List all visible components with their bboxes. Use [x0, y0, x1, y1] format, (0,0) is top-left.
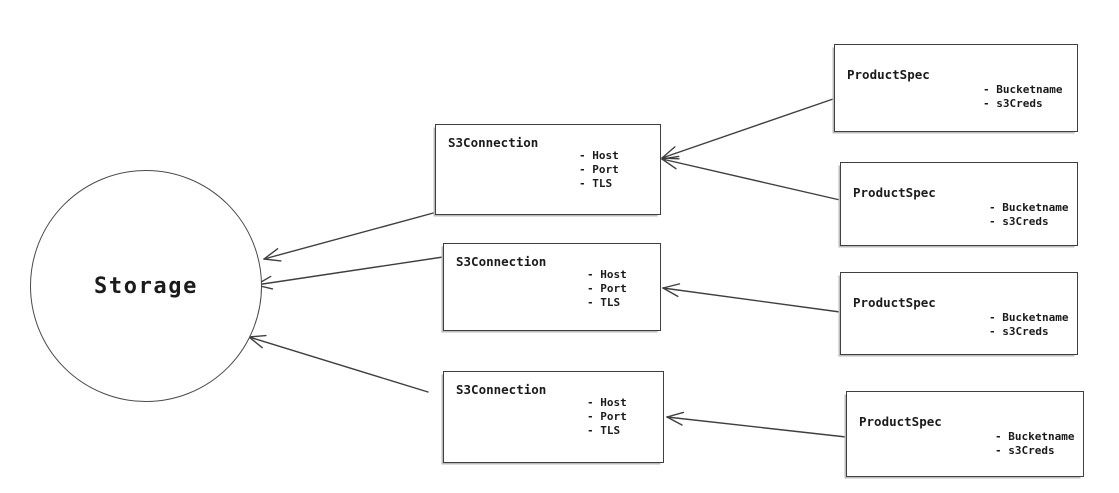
s3connection-title: S3Connection: [456, 254, 547, 269]
edge-spec3-to-conn2: [662, 283, 841, 313]
s3connection-attribute: - TLS: [587, 296, 621, 309]
storage-node[interactable]: Storage: [30, 170, 262, 402]
productspec-node-4[interactable]: ProductSpec - Bucketname- s3Creds: [846, 391, 1084, 477]
productspec-attribute-list: - Bucketname- s3Creds: [989, 201, 1068, 229]
s3connection-attribute: - Host: [579, 149, 619, 162]
edge-spec2-to-conn1: [661, 155, 841, 201]
productspec-node-1[interactable]: ProductSpec - Bucketname- s3Creds: [834, 44, 1078, 132]
s3connection-attribute: - Port: [587, 282, 627, 295]
edge-conn3-to-storage: [248, 334, 429, 393]
productspec-title: ProductSpec: [853, 185, 936, 200]
productspec-attribute: - s3Creds: [989, 325, 1049, 338]
productspec-attribute: - s3Creds: [983, 97, 1043, 110]
productspec-title: ProductSpec: [859, 414, 942, 429]
s3connection-attribute-list: - Host- Port- TLS: [587, 396, 627, 438]
edge-spec1-to-conn1: [661, 97, 837, 160]
s3connection-attribute: - Port: [587, 410, 627, 423]
productspec-attribute-list: - Bucketname- s3Creds: [983, 83, 1062, 111]
s3connection-attribute-list: - Host- Port- TLS: [579, 149, 619, 191]
productspec-node-2[interactable]: ProductSpec - Bucketname- s3Creds: [840, 162, 1078, 246]
s3connection-attribute: - TLS: [587, 424, 621, 437]
s3connection-attribute: - Port: [579, 163, 619, 176]
s3connection-title: S3Connection: [448, 135, 539, 150]
productspec-attribute: - Bucketname: [989, 201, 1069, 214]
s3connection-node-2[interactable]: S3Connection - Host- Port- TLS: [443, 243, 661, 331]
productspec-attribute: - Bucketname: [983, 83, 1063, 96]
productspec-attribute-list: - Bucketname- s3Creds: [989, 311, 1068, 339]
productspec-attribute-list: - Bucketname- s3Creds: [995, 430, 1074, 458]
s3connection-title: S3Connection: [456, 382, 547, 397]
s3connection-node-1[interactable]: S3Connection - Host- Port- TLS: [435, 124, 661, 215]
productspec-node-3[interactable]: ProductSpec - Bucketname- s3Creds: [840, 272, 1078, 355]
productspec-attribute: - Bucketname: [995, 430, 1075, 443]
s3connection-node-3[interactable]: S3Connection - Host- Port- TLS: [443, 371, 664, 463]
productspec-attribute: - s3Creds: [995, 444, 1055, 457]
productspec-attribute: - s3Creds: [989, 215, 1049, 228]
productspec-attribute: - Bucketname: [989, 311, 1069, 324]
s3connection-attribute: - TLS: [579, 177, 613, 190]
productspec-title: ProductSpec: [853, 295, 936, 310]
s3connection-attribute-list: - Host- Port- TLS: [587, 268, 627, 310]
edge-conn2-to-storage: [255, 256, 444, 290]
storage-label: Storage: [94, 273, 198, 299]
productspec-title: ProductSpec: [847, 67, 930, 82]
edge-spec4-to-conn3: [666, 411, 847, 438]
s3connection-attribute: - Host: [587, 268, 627, 281]
s3connection-attribute: - Host: [587, 396, 627, 409]
edge-conn1-to-storage: [263, 211, 438, 262]
